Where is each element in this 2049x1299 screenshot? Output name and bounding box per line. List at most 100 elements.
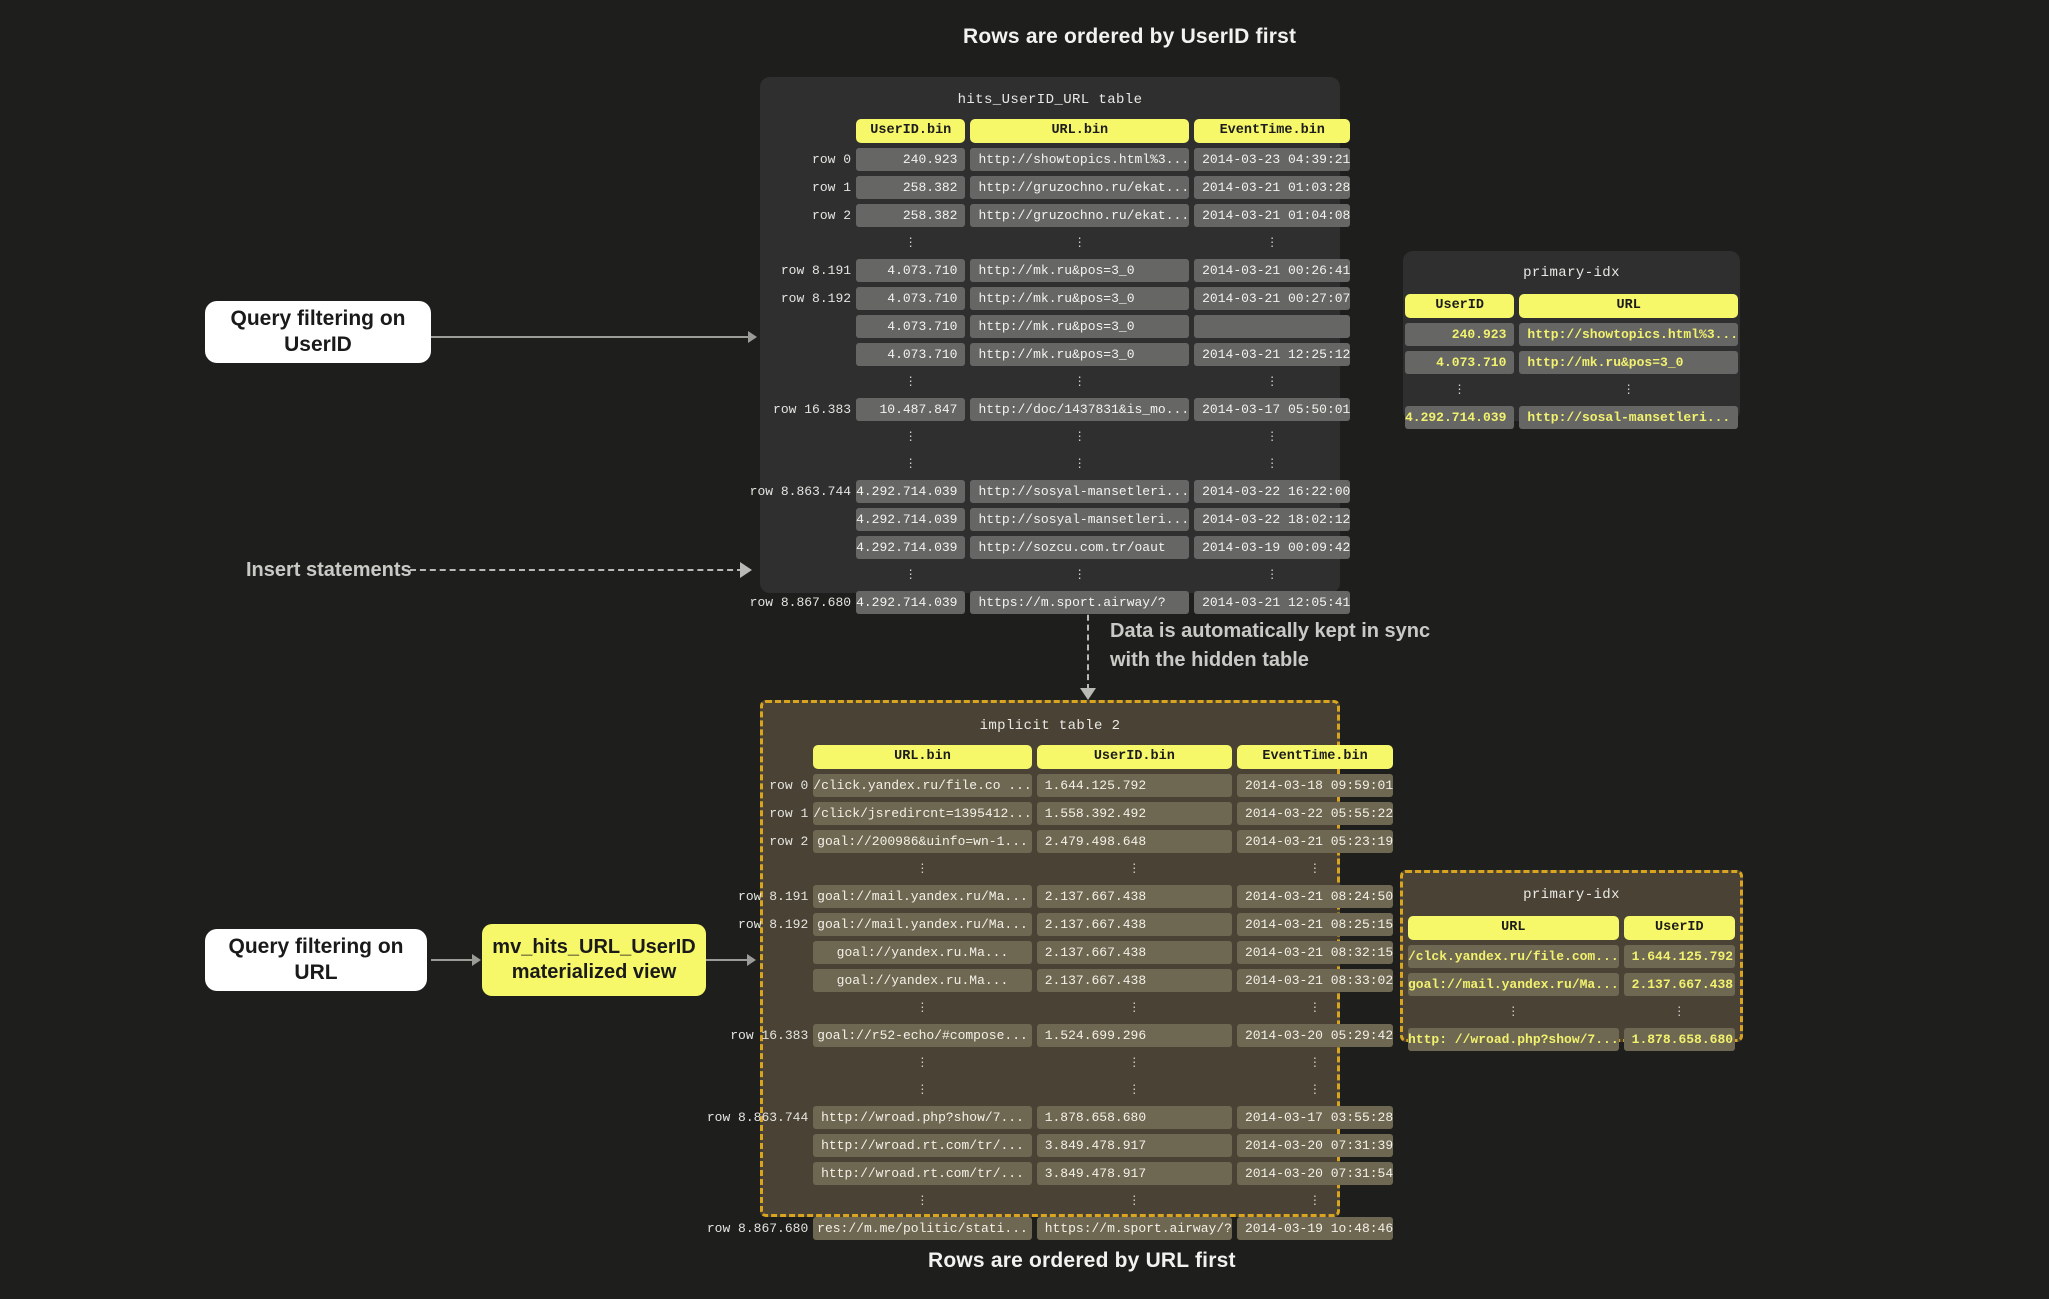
vertical-ellipsis-icon: ⋮ <box>1127 861 1141 876</box>
column-header-userid[interactable]: UserID <box>1404 294 1515 318</box>
table-cell-url: /clck.yandex.ru/file.com... <box>1408 945 1619 968</box>
vertical-ellipsis-icon: ⋮ <box>1308 1193 1322 1208</box>
row-label-spacer <box>707 1052 808 1074</box>
vertical-ellipsis-icon: ⋮ <box>1073 429 1087 444</box>
label-sync-note: Data is automatically kept in sync with … <box>1110 617 1430 675</box>
row-label-spacer <box>707 997 808 1019</box>
table-cell-userid-bin: 4.292.714.039 <box>856 591 966 614</box>
connector-line-userid <box>431 336 751 338</box>
column-header-url[interactable]: URL <box>1519 294 1739 318</box>
table-cell-url-bin: goal://mail.yandex.ru/Ma... <box>813 885 1032 908</box>
table-ellipsis-row: ⋮⋮ <box>1408 1001 1735 1023</box>
row-label-spacer <box>750 119 851 143</box>
vertical-ellipsis-icon: ⋮ <box>915 1193 929 1208</box>
table-ellipsis-row: ⋮⋮⋮ <box>707 1190 1393 1212</box>
table-cell-eventtime-bin: 2014-03-21 00:27:07 <box>1194 287 1351 310</box>
table-cell-userid-bin: 258.382 <box>856 176 966 199</box>
table-cell-url-bin: http://gruzochno.ru/ekat... <box>970 204 1190 227</box>
vertical-ellipsis-icon: ⋮ <box>904 456 918 471</box>
connector-dashed-sync <box>1087 595 1089 690</box>
table-cell-eventtime-bin: 2014-03-21 01:04:08 <box>1194 204 1351 227</box>
connector-line-url <box>431 959 475 961</box>
table-row: row 1/click/jsredircnt=1395412...1.558.3… <box>707 802 1394 825</box>
table-cell-url-bin: goal://yandex.ru.Ma... <box>813 941 1032 964</box>
sync-note-line1: Data is automatically kept in sync <box>1110 620 1431 642</box>
table-ellipsis-row: ⋮⋮⋮ <box>707 1079 1393 1101</box>
vertical-ellipsis-icon: ⋮ <box>1265 429 1279 444</box>
table-cell-userid: 4.073.710 <box>1404 351 1515 374</box>
callout-materialized-view[interactable]: mv_hits_URL_UserID materialized view <box>482 924 706 996</box>
vertical-ellipsis-icon: ⋮ <box>1672 1004 1686 1019</box>
vertical-ellipsis-icon: ⋮ <box>1127 1000 1141 1015</box>
table-cell-eventtime-bin: 2014-03-21 08:24:50 <box>1236 885 1394 908</box>
arrow-head-icon <box>472 954 481 966</box>
index-title: primary-idx <box>1523 887 1620 903</box>
table-cell-userid-bin: 1.878.658.680 <box>1036 1106 1232 1129</box>
table-row: row 0/click.yandex.ru/file.co ...1.644.1… <box>707 774 1394 797</box>
table-cell-userid-bin: 4.292.714.039 <box>856 536 966 559</box>
row-label: row 0 <box>769 778 809 793</box>
table-ellipsis-row: ⋮⋮⋮ <box>750 453 1351 475</box>
vertical-ellipsis-icon: ⋮ <box>1073 235 1087 250</box>
row-label: row 8.192 <box>780 291 852 306</box>
table-ellipsis-row: ⋮⋮⋮ <box>707 997 1393 1019</box>
table-cell-url-bin: goal://yandex.ru.Ma... <box>813 969 1032 992</box>
table-row: goal://mail.yandex.ru/Ma...2.137.667.438 <box>1408 973 1735 996</box>
table-cell-url: http://mk.ru&pos=3_0 <box>1519 351 1739 374</box>
row-label <box>750 536 851 559</box>
row-label-spacer <box>707 1190 808 1212</box>
table-ellipsis-row: ⋮⋮⋮ <box>707 858 1393 880</box>
table-cell-url-bin: http://wroad.php?show/7... <box>813 1106 1032 1129</box>
table-ellipsis-row: ⋮⋮ <box>1405 379 1738 401</box>
vertical-ellipsis-icon: ⋮ <box>904 374 918 389</box>
table-cell-eventtime-bin: 2014-03-21 08:33:02 <box>1236 969 1394 992</box>
row-label <box>750 315 851 338</box>
column-header-userid-bin[interactable]: UserID.bin <box>1036 745 1232 769</box>
table-cell-url-bin: http://wroad.rt.com/tr/... <box>813 1162 1032 1185</box>
table-cell-userid-bin: 4.073.710 <box>856 343 966 366</box>
row-label-spacer <box>707 858 808 880</box>
callout-query-filtering-url[interactable]: Query filtering on URL <box>205 929 427 991</box>
label-insert-statements: Insert statements <box>246 559 412 581</box>
table-title: implicit table 2 <box>979 718 1121 734</box>
vertical-ellipsis-icon: ⋮ <box>1308 1055 1322 1070</box>
column-header-url-bin[interactable]: URL.bin <box>970 119 1190 143</box>
page-title-top: Rows are ordered by UserID first <box>963 25 1297 48</box>
table-cell-url-bin: /click/jsredircnt=1395412... <box>813 802 1032 825</box>
vertical-ellipsis-icon: ⋮ <box>915 1000 929 1015</box>
row-label: row 8.867.680 <box>706 1221 809 1236</box>
column-header-url[interactable]: URL <box>1408 916 1619 940</box>
table-cell-userid-bin: 4.073.710 <box>856 259 966 282</box>
vertical-ellipsis-icon: ⋮ <box>915 1082 929 1097</box>
table-cell-userid-bin: https://m.sport.airway/? <box>1036 1217 1232 1240</box>
arrow-head-icon <box>748 331 757 343</box>
row-label: row 8.863.744 <box>749 484 852 499</box>
table-ellipsis-row: ⋮⋮⋮ <box>750 371 1351 393</box>
column-header-userid-bin[interactable]: UserID.bin <box>856 119 966 143</box>
callout-query-filtering-userid[interactable]: Query filtering on UserID <box>205 301 431 363</box>
table-cell-userid-bin: 240.923 <box>856 148 966 171</box>
table-cell-eventtime-bin: 2014-03-21 08:25:15 <box>1236 913 1394 936</box>
table-cell-eventtime-bin: 2014-03-23 04:39:21 <box>1194 148 1351 171</box>
vertical-ellipsis-icon: ⋮ <box>1622 382 1636 397</box>
table-cell-userid-bin: 2.137.667.438 <box>1036 969 1232 992</box>
column-header-eventtime-bin[interactable]: EventTime.bin <box>1194 119 1351 143</box>
table-title: hits_UserID_URL table <box>957 92 1143 108</box>
column-header-userid[interactable]: UserID <box>1623 916 1735 940</box>
row-label-spacer <box>750 426 851 448</box>
row-label: row 8.191 <box>780 263 852 278</box>
arrow-head-icon <box>740 562 752 578</box>
column-header-url-bin[interactable]: URL.bin <box>813 745 1032 769</box>
column-header-eventtime-bin[interactable]: EventTime.bin <box>1236 745 1394 769</box>
